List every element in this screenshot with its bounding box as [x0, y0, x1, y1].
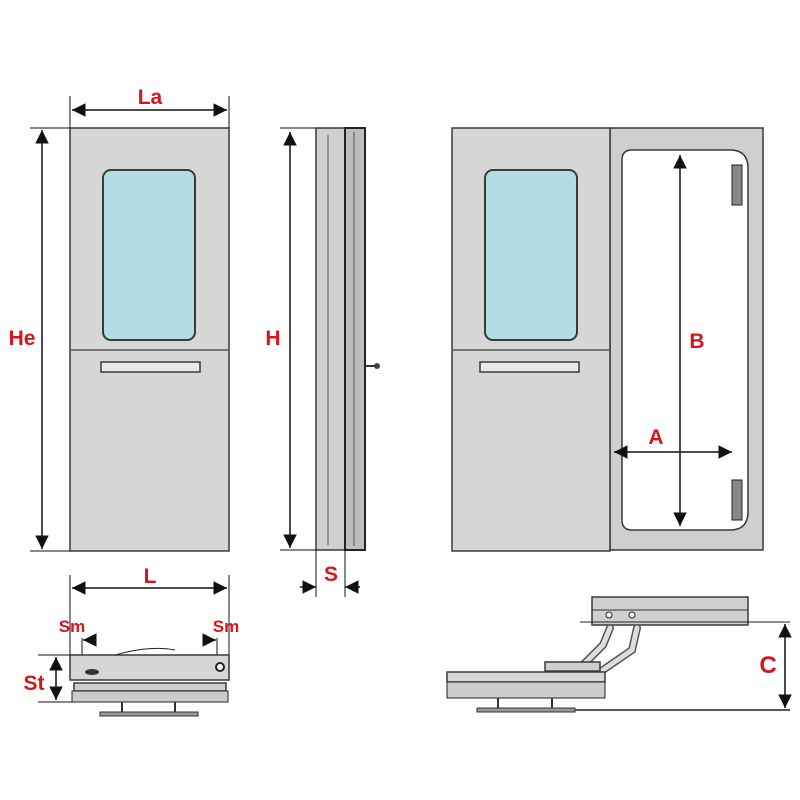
frame-top: [591, 596, 749, 626]
label-sm-right: Sm: [213, 617, 239, 636]
label-c: C: [759, 652, 776, 679]
front-view: La He: [9, 86, 230, 552]
top-view-closed: L Sm Sm St: [24, 565, 239, 717]
side-view: H S: [265, 127, 380, 597]
side-door-leaf: [344, 127, 366, 551]
label-s: S: [324, 563, 338, 586]
label-sm-left: Sm: [59, 617, 85, 636]
label-he: He: [9, 327, 36, 350]
top-view-open: C: [446, 596, 792, 713]
door-window: [102, 169, 196, 341]
label-la: La: [138, 86, 163, 109]
label-h: H: [265, 327, 280, 350]
side-frame: [315, 127, 346, 551]
label-l: L: [144, 565, 157, 588]
open-door-handle: [479, 361, 580, 373]
door-handle: [100, 361, 201, 373]
open-door-top: [446, 671, 606, 683]
hinge-arm: [544, 661, 601, 672]
open-door-window: [484, 169, 578, 341]
label-a: A: [648, 426, 663, 449]
open-view: B A: [451, 127, 764, 552]
closed-door-top: [69, 654, 230, 681]
label-st: St: [24, 672, 45, 695]
label-b: B: [689, 330, 704, 353]
